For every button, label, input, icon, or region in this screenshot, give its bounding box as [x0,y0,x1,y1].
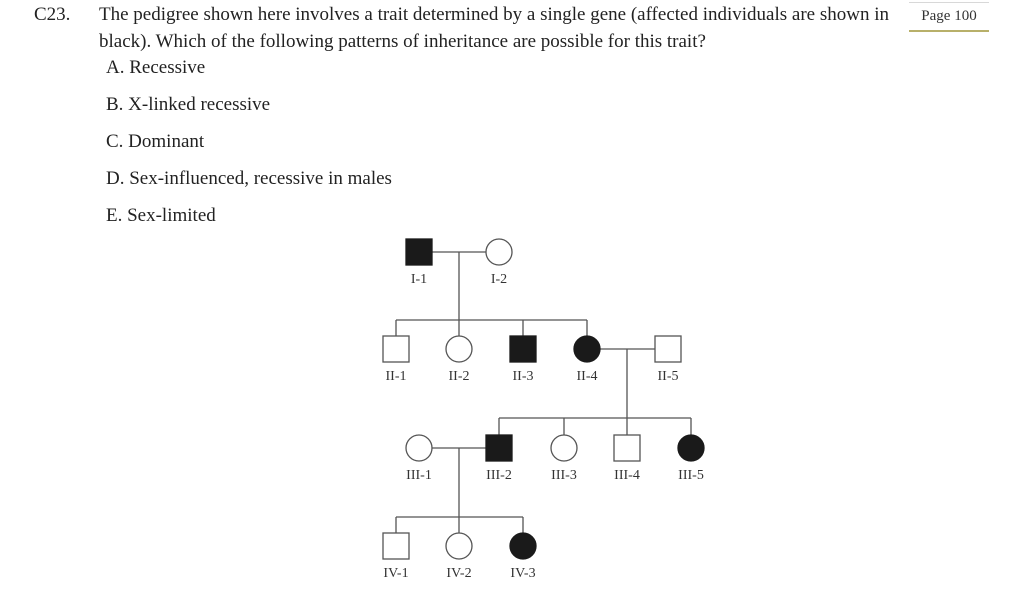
option-b: B. X-linked recessive [106,94,271,115]
unaffected-female-symbol-i-2 [485,238,513,266]
affected-male-symbol-i-1 [405,238,433,266]
question-number: C23. [34,4,71,25]
unaffected-female-symbol-iv-2 [445,532,473,560]
option-a: A. Recessive [106,57,206,78]
individual-label-ii-5: II-5 [658,369,679,384]
individual-label-iii-2: III-2 [486,468,512,483]
affected-female-symbol-iv-3 [509,532,537,560]
affected-male-symbol-ii-3 [509,335,537,363]
affected-female-symbol-ii-4 [573,335,601,363]
individual-label-iv-2: IV-2 [446,566,471,581]
option-e: E. Sex-limited [106,205,216,226]
pedigree-lines [395,251,692,533]
question-stem: The pedigree shown here involves a trait… [99,4,889,52]
unaffected-male-symbol-iv-1 [382,532,410,560]
individual-label-iii-3: III-3 [551,468,577,483]
affected-male-symbol-iii-2 [485,434,513,462]
unaffected-male-symbol-ii-5 [654,335,682,363]
unaffected-male-symbol-ii-1 [382,335,410,363]
answer-options: A. Recessive B. X-linked recessive C. Do… [106,55,392,240]
individual-label-iv-3: IV-3 [510,566,535,581]
individual-label-iii-1: III-1 [406,468,432,483]
individual-label-ii-2: II-2 [449,369,470,384]
individual-label-i-1: I-1 [411,272,427,287]
option-d: D. Sex-influenced, recessive in males [106,168,392,189]
unaffected-female-symbol-ii-2 [445,335,473,363]
page-label: Page 100 [909,2,989,32]
individual-label-iv-1: IV-1 [383,566,408,581]
individual-label-iii-4: III-4 [614,468,640,483]
individual-label-ii-3: II-3 [513,369,534,384]
option-c: C. Dominant [106,131,205,152]
unaffected-male-symbol-iii-4 [613,434,641,462]
individual-label-iii-5: III-5 [678,468,704,483]
individual-label-i-2: I-2 [491,272,507,287]
unaffected-female-symbol-iii-3 [550,434,578,462]
affected-female-symbol-iii-5 [677,434,705,462]
individual-label-ii-4: II-4 [577,369,598,384]
unaffected-female-symbol-iii-1 [405,434,433,462]
individual-label-ii-1: II-1 [386,369,407,384]
